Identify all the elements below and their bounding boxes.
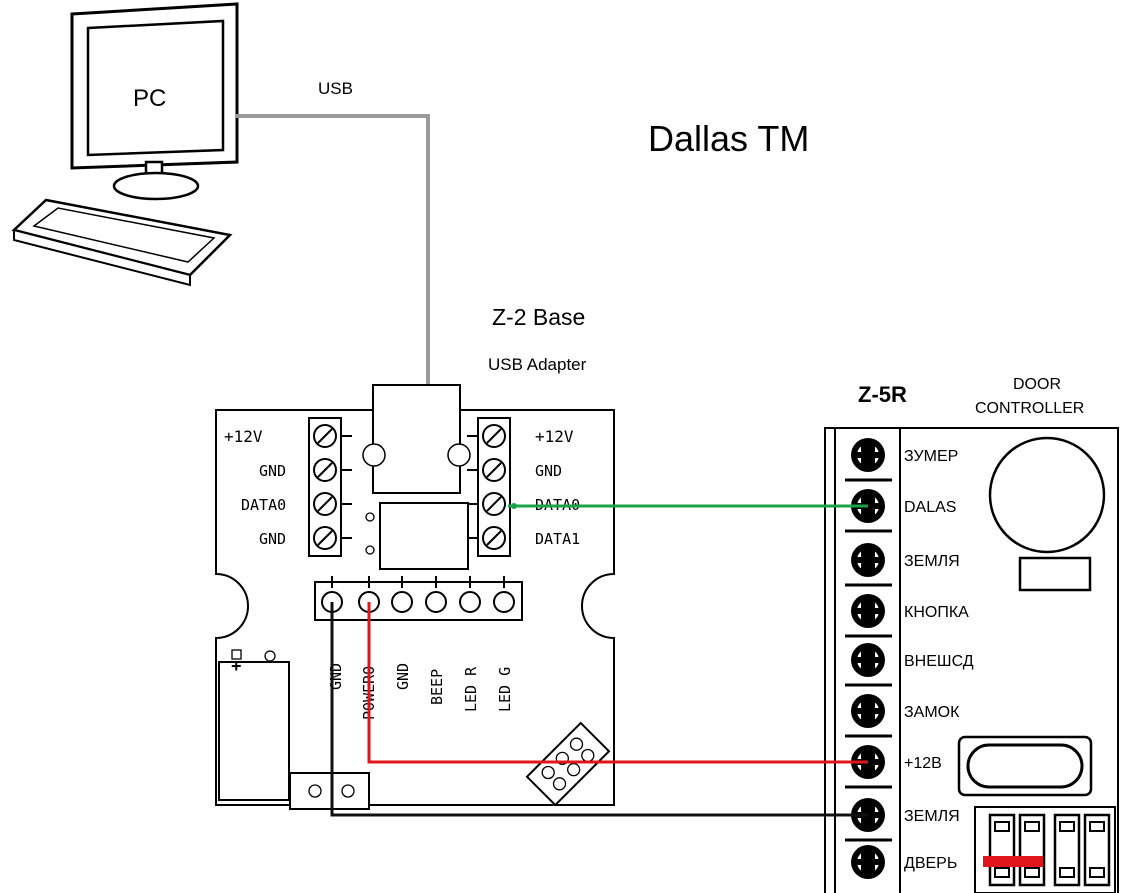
- controller-terminal-label: ВНЕШСД: [904, 653, 974, 670]
- adapter-left-label-3: DATA0: [241, 496, 286, 514]
- controller-terminal-label: ЗАМОК: [904, 704, 960, 721]
- pc-label: PC: [133, 85, 166, 112]
- controller-terminal-label: КНОПКА: [904, 604, 969, 621]
- ground-wire: [330, 602, 868, 817]
- adapter-battery: [218, 661, 290, 801]
- usb-cable: [235, 114, 430, 385]
- adapter-usb-mount-right: [447, 443, 471, 467]
- pc-monitor-screen: [86, 19, 225, 157]
- adapter-bottom-terminal-screw: [493, 576, 515, 613]
- adapter-left-terminal-screw: [313, 526, 352, 550]
- adapter-bottom-label-1: GND: [327, 663, 345, 690]
- diagram-title: Dallas TM: [648, 118, 809, 159]
- controller-component: [1018, 556, 1092, 592]
- adapter-led-1: [365, 512, 375, 522]
- adapter-battery-contact: [264, 650, 276, 662]
- adapter-crystal-pin-1: [308, 784, 322, 798]
- adapter-right-label-1: +12V: [535, 427, 574, 446]
- data-wire-end: [511, 503, 517, 509]
- adapter-usb-mount-left: [362, 443, 386, 467]
- adapter-bottom-terminal-screw: [391, 576, 413, 613]
- controller-terminal-label: ЗУМЕР: [904, 448, 958, 465]
- controller-dip-switches: [988, 813, 1111, 887]
- adapter-right-screws: [467, 424, 506, 550]
- adapter-bottom-terminal-screw: [459, 576, 481, 613]
- controller-dip-switch: [1018, 813, 1046, 887]
- controller-terminal-labels: ЗУМЕР DALAS ЗЕМЛЯ КНОПКА ВНЕШСД ЗАМОК +12В ЗЕМЛ…: [904, 448, 974, 872]
- controller-dip-switch: [1083, 813, 1111, 887]
- adapter-bottom-terminal-block: [314, 581, 523, 621]
- adapter-right-terminal-screw: [467, 458, 506, 482]
- pc-computer: PC: [11, 2, 239, 287]
- controller-terminal-label: DALAS: [904, 499, 956, 516]
- adapter-bottom-label-3: GND: [394, 663, 412, 690]
- controller-terminal-label: ДВЕРЬ: [904, 855, 957, 872]
- adapter-crystal-pin-2: [341, 784, 355, 798]
- controller-jumper: [983, 856, 1043, 867]
- controller-terminal-screw: [845, 543, 892, 587]
- adapter-bottom-terminal-screw: [425, 576, 447, 613]
- controller-buzzer: [988, 436, 1106, 554]
- controller-crystal-inner: [966, 743, 1084, 789]
- controller-model: Z-5R: [858, 382, 907, 407]
- adapter-bottom-label-4: BEEP: [428, 669, 446, 705]
- adapter-battery-plus: +: [231, 656, 242, 676]
- adapter-left-screws: [313, 424, 352, 550]
- adapter-right-label-4: DATA1: [535, 530, 580, 548]
- adapter-bottom-label-5: LED R: [462, 666, 480, 712]
- controller-terminal-screw: [845, 643, 892, 687]
- adapter-bottom-label-6: LED G: [496, 667, 514, 712]
- controller-board: ЗУМЕР DALAS ЗЕМЛЯ КНОПКА ВНЕШСД ЗАМОК +12В ЗЕМЛ…: [824, 427, 1119, 893]
- pc-keyboard-keys: [32, 207, 216, 263]
- controller-terminal-screw: [845, 694, 892, 738]
- adapter-battery-terminal: [231, 649, 242, 660]
- controller-terminal-screw: [845, 438, 892, 482]
- pc-keyboard-front: [13, 228, 191, 287]
- controller-title-line1: DOOR: [1013, 376, 1061, 393]
- adapter-chip: [379, 502, 469, 570]
- adapter-board: +12V GND DATA0 GND +12V GND DATA0 DATA1 …: [215, 384, 615, 810]
- adapter-usb-connector: [372, 384, 461, 494]
- adapter-right-terminal-screw: [467, 526, 506, 550]
- adapter-right-terminal-screw: [467, 492, 506, 516]
- controller-terminal-screw: [845, 594, 892, 638]
- controller-dip-switch: [1053, 813, 1081, 887]
- adapter-right-terminal-screw: [467, 424, 506, 448]
- adapter-left-terminal-screw: [313, 458, 352, 482]
- adapter-subtitle: USB Adapter: [488, 355, 587, 374]
- controller-screws: [845, 438, 892, 879]
- power-wire: [367, 602, 868, 764]
- pc-stand-base: [112, 171, 200, 201]
- controller-terminal-screw: [851, 845, 885, 879]
- controller-terminal-label: ЗЕМЛЯ: [904, 808, 960, 825]
- adapter-left-label-2: GND: [259, 462, 286, 480]
- usb-cable-label: USB: [318, 79, 353, 98]
- controller-title-line2: CONTROLLER: [975, 400, 1084, 417]
- adapter-right-label-2: GND: [535, 462, 562, 480]
- adapter-left-label-4: GND: [259, 530, 286, 548]
- adapter-crystal: [289, 772, 370, 810]
- controller-terminal-label: +12В: [904, 755, 942, 772]
- adapter-left-terminal-screw: [313, 492, 352, 516]
- adapter-title: Z-2 Base: [492, 304, 585, 330]
- controller-terminal-label: ЗЕМЛЯ: [904, 553, 960, 570]
- adapter-led-2: [365, 545, 375, 555]
- adapter-left-terminal-screw: [313, 424, 352, 448]
- adapter-left-label-1: +12V: [224, 427, 263, 446]
- controller-dip-switch: [988, 813, 1016, 887]
- adapter-pin-header: [525, 721, 611, 807]
